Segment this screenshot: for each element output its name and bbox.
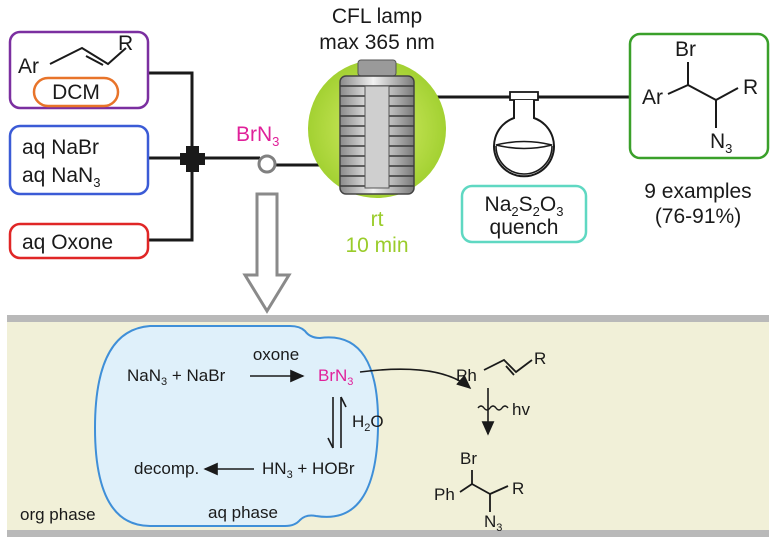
light-wave	[477, 405, 509, 411]
water-label: H2O	[352, 412, 384, 434]
oxone-label: aq Oxone	[22, 231, 113, 254]
product-bonds	[667, 62, 739, 128]
oxone-reagent: oxone	[253, 345, 299, 364]
yield-range: (76-91%)	[655, 205, 741, 228]
aqueous-droplet	[93, 325, 380, 527]
nabr-label: aq NaBr	[22, 136, 99, 159]
alkene-r-label: R	[118, 32, 133, 55]
styrene-r: R	[534, 349, 546, 368]
hv-label: hv	[512, 400, 530, 419]
org-phase-label: org phase	[20, 505, 96, 524]
mech-product-bonds	[459, 470, 509, 512]
quench-box: Na2S2O3 quench	[460, 184, 588, 244]
mech-brn3: BrN3	[318, 366, 353, 388]
lamp-title: CFL lamp	[332, 5, 422, 28]
mechanism-panel: NaN3 + NaBr oxone BrN3 H2O decomp. HN3 +…	[7, 315, 769, 537]
lamp-core	[364, 85, 390, 189]
styrene-double-bond	[505, 365, 515, 376]
brn3-ring	[257, 154, 277, 174]
product-ar: Ar	[642, 86, 663, 109]
salts-input-box: aq NaBr aq NaN3	[8, 124, 150, 196]
mech-product-ph: Ph	[434, 485, 455, 504]
brn3-label: BrN3	[236, 123, 279, 149]
reactants: NaN3 + NaBr	[127, 366, 226, 388]
nan3-label: aq NaN3	[22, 164, 100, 190]
dcm-pill	[32, 76, 120, 108]
alkene-bond	[49, 46, 127, 66]
decomposition: decomp.	[134, 459, 199, 478]
zoom-down-arrow	[242, 192, 292, 314]
brn3-intermediate: BrN3	[236, 123, 279, 174]
lamp-cap	[357, 59, 397, 77]
oxone-input-box: aq Oxone	[8, 222, 150, 260]
alkene-double-bond	[85, 55, 104, 66]
product-box: Br Ar R N3	[628, 32, 770, 160]
dcm-label: DCM	[52, 81, 100, 104]
lamp-time: 10 min	[345, 234, 408, 257]
hn3-hobr: HN3 + HOBr	[262, 459, 355, 481]
product-r: R	[743, 76, 758, 99]
alkene-input-box: Ar R DCM	[8, 30, 150, 110]
cross-mixer	[180, 146, 205, 172]
examples-count: 9 examples	[644, 180, 751, 203]
product-br: Br	[675, 38, 696, 61]
equilibrium-arrows	[327, 396, 347, 449]
product-n3: N3	[710, 130, 732, 156]
lamp-wavelength: max 365 nm	[319, 31, 435, 54]
mech-product-r: R	[512, 479, 524, 498]
aq-phase-label: aq phase	[208, 503, 278, 522]
styrene-ph: Ph	[456, 366, 477, 385]
lamp-temp: rt	[371, 208, 384, 231]
cfl-lamp: CFL lamp max 365 nm rt 10 min	[308, 5, 446, 257]
transfer-arrow	[359, 368, 472, 390]
styrene-bond	[483, 358, 533, 374]
quench-formula: Na2S2O3	[485, 193, 564, 219]
mech-product-br: Br	[460, 449, 477, 468]
alkene-ar-label: Ar	[18, 55, 39, 78]
quench-label: quench	[490, 216, 559, 239]
mech-product-n3: N3	[484, 512, 502, 534]
quench-flask	[493, 91, 555, 178]
